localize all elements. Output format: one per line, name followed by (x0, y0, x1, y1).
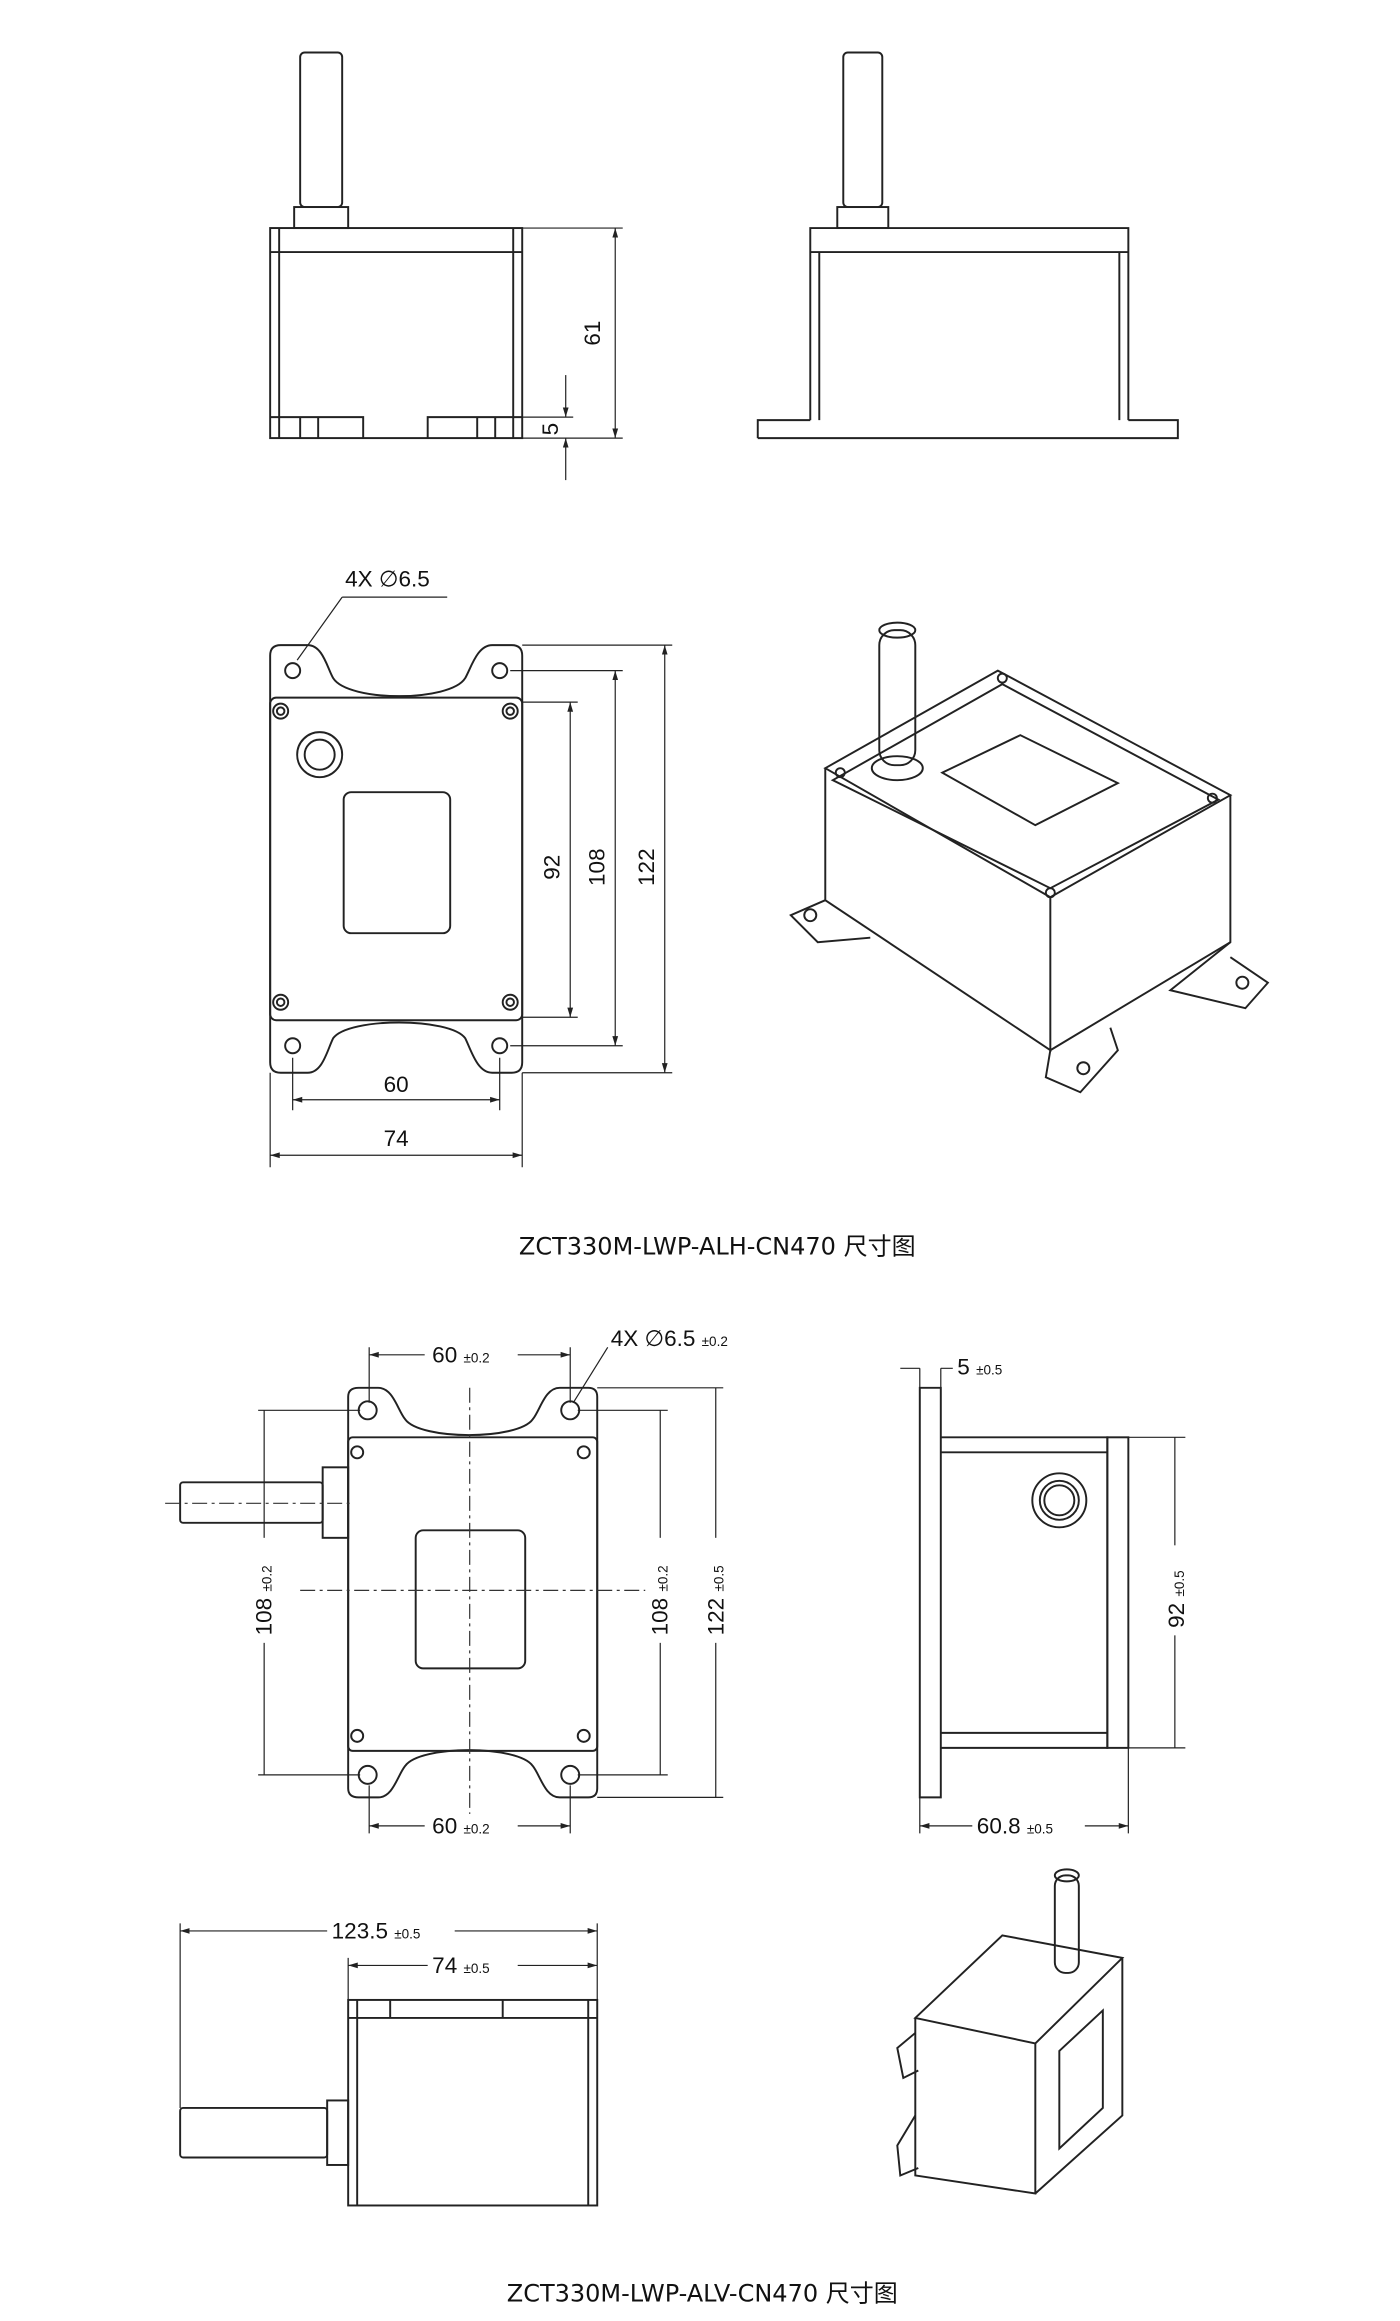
dim-122: 122 (634, 848, 659, 886)
dim-92-alv: 92 ±0.5 (1164, 1570, 1189, 1627)
front-view-alv: 60 ±0.2 60 ±0.2 4X ∅6.5 ±0.2 108 ±0.2 10… (165, 1326, 728, 1838)
width-74: 74 ±0.5 (432, 1953, 489, 1978)
top-60: 60 ±0.2 (432, 1342, 489, 1367)
depth-60-8: 60.8 ±0.5 (977, 1813, 1053, 1838)
dim-60: 60 (384, 1072, 409, 1097)
hole-label-alv: 4X ∅6.5 ±0.2 (611, 1326, 728, 1351)
side-view-alv: 5 ±0.5 92 ±0.5 60.8 ±0.5 (900, 1354, 1189, 1838)
hole-label: 4X ∅6.5 (345, 567, 430, 592)
caption-alv: ZCT330M-LWP-ALV-CN470 尺寸图 (507, 2279, 898, 2307)
front-view-alh: 61 5 (269, 51, 623, 481)
top-side-view-alv: 123.5 ±0.5 74 ±0.5 (179, 1918, 599, 2207)
top-view-alh: 4X ∅6.5 92 108 122 60 74 (269, 567, 673, 1168)
dim-92: 92 (540, 855, 565, 880)
dim-108: 108 (585, 848, 610, 886)
isometric-view-alv (896, 1868, 1125, 2195)
length-123-5: 123.5 ±0.5 (332, 1918, 421, 1943)
dim-61: 61 (580, 321, 605, 346)
right-108: 108 ±0.2 (648, 1565, 673, 1635)
dim-74: 74 (384, 1126, 409, 1151)
isometric-view-alh (789, 621, 1270, 1094)
dim-122-alv: 122 ±0.5 (703, 1565, 728, 1635)
flange-5: 5 ±0.5 (957, 1354, 1002, 1379)
caption-alh: ZCT330M-LWP-ALH-CN470 尺寸图 (519, 1232, 916, 1260)
dim-5: 5 (538, 423, 563, 436)
left-108: 108 ±0.2 (252, 1565, 277, 1635)
bottom-60: 60 ±0.2 (432, 1813, 489, 1838)
side-view-alh (756, 51, 1179, 440)
